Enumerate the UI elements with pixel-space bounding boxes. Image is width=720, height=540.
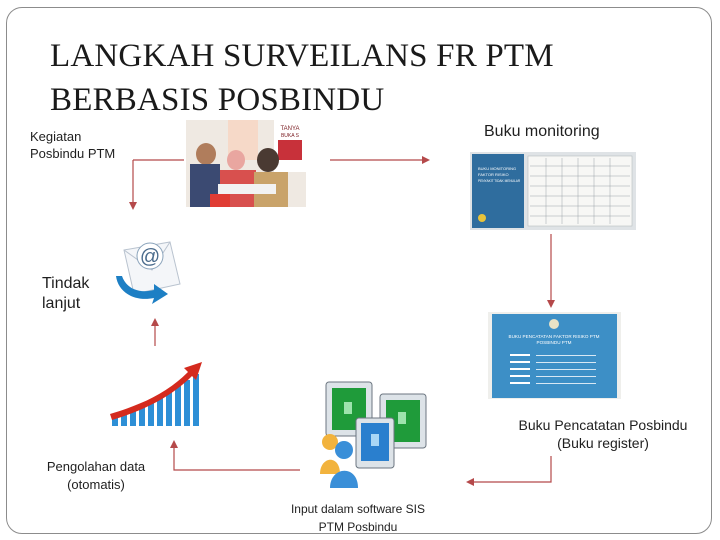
label-pengolahan-line1: Pengolahan data (46, 459, 146, 474)
buku-monitoring-illustration: BUKU MONITORING FAKTOR RISIKO PENYAKIT T… (470, 152, 636, 230)
title-line-1: LANGKAH SURVEILANS FR PTM (50, 38, 554, 74)
label-input-line2: PTM Posbindu (318, 520, 398, 534)
growth-chart-illustration (106, 356, 208, 430)
register-book-title-1: BUKU PENCATATAN FAKTOR RISIKO PTM (509, 334, 600, 339)
label-kegiatan-posbindu: Kegiatan Posbindu PTM (30, 128, 115, 162)
label-tindak-line2: lanjut (42, 295, 81, 312)
email-envelope-icon: @ (116, 241, 181, 304)
at-symbol: @ (140, 246, 160, 268)
monitoring-table-grid (530, 158, 630, 224)
poster-text-1: TANYA (280, 126, 299, 132)
software-input-icon (320, 378, 432, 494)
arrow-pencatatan-to-input (466, 456, 552, 486)
label-input-line1: Input dalam software SIS (290, 502, 426, 516)
chart-growth-arrow (110, 362, 202, 420)
growth-chart-image (106, 356, 208, 430)
title-line-2: BERBASIS POSBINDU (50, 82, 385, 118)
buku-register-illustration: BUKU PENCATATAN FAKTOR RISIKO PTM POSBIN… (488, 312, 621, 399)
posbindu-activity-photo: TANYA BUKA S (186, 120, 306, 207)
email-followup-icon: @ (110, 232, 184, 306)
poster-text-2: BUKA S (281, 133, 300, 139)
label-tindak-line1: Tindak (42, 275, 90, 292)
label-kegiatan-line2: Posbindu PTM (30, 146, 116, 161)
label-pengolahan-line2: (otomatis) (67, 477, 125, 492)
label-buku-monitoring: Buku monitoring (484, 123, 600, 140)
label-kegiatan-line1: Kegiatan (30, 129, 82, 144)
chart-bars (112, 374, 199, 426)
label-tindak-lanjut: Tindak lanjut (42, 274, 89, 314)
computer-users-icon (320, 381, 427, 488)
monitoring-book-title-2: FAKTOR RISIKO (478, 172, 509, 177)
register-form-lines (510, 354, 596, 384)
register-book-title-2: POSBINDU PTM (537, 340, 572, 345)
slide-frame (6, 7, 712, 534)
label-buku-pencatatan: Buku Pencatatan Posbindu (Buku register) (498, 416, 708, 452)
label-pencatatan-line1: Buku Pencatatan Posbindu (518, 417, 688, 433)
label-input-software: Input dalam software SIS PTM Posbindu (270, 500, 446, 536)
buku-pencatatan-photo: BUKU PENCATATAN FAKTOR RISIKO PTM POSBIN… (488, 312, 621, 399)
buku-monitoring-photo: BUKU MONITORING FAKTOR RISIKO PENYAKIT T… (470, 152, 636, 230)
label-pencatatan-line2: (Buku register) (557, 435, 649, 451)
arrow-input-to-pengolahan (170, 440, 300, 471)
slide-title: LANGKAH SURVEILANS FR PTM BERBASIS POSBI… (50, 34, 670, 122)
label-pengolahan-data: Pengolahan data (otomatis) (30, 458, 162, 494)
monitoring-book-title-1: BUKU MONITORING (478, 166, 516, 171)
monitoring-book-title-3: PENYAKIT TIDAK MENULAR (478, 179, 521, 183)
posbindu-activity-illustration: TANYA BUKA S (186, 120, 306, 207)
